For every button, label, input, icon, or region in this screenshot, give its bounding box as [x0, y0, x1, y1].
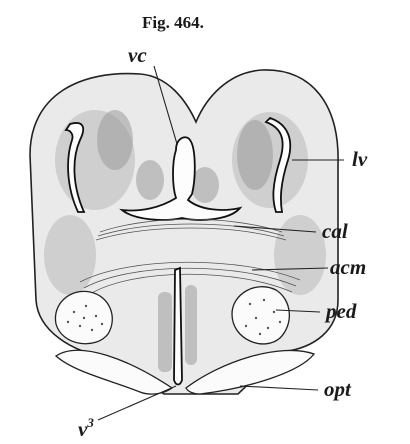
right-peduncle: [232, 287, 289, 344]
label-lv: lv: [352, 147, 368, 171]
third-ventricle: [174, 268, 182, 385]
brain-cross-section: [30, 70, 338, 394]
label-ped: ped: [324, 299, 357, 323]
label-opt: opt: [324, 377, 352, 401]
opt-leader: [240, 386, 318, 390]
label-cal: cal: [322, 219, 348, 243]
label-acm: acm: [330, 255, 366, 279]
figure-caption: Fig. 464.: [142, 13, 204, 32]
label-vc: vc: [128, 43, 147, 67]
left-peduncle: [55, 291, 112, 343]
label-v3: v3: [78, 415, 94, 441]
